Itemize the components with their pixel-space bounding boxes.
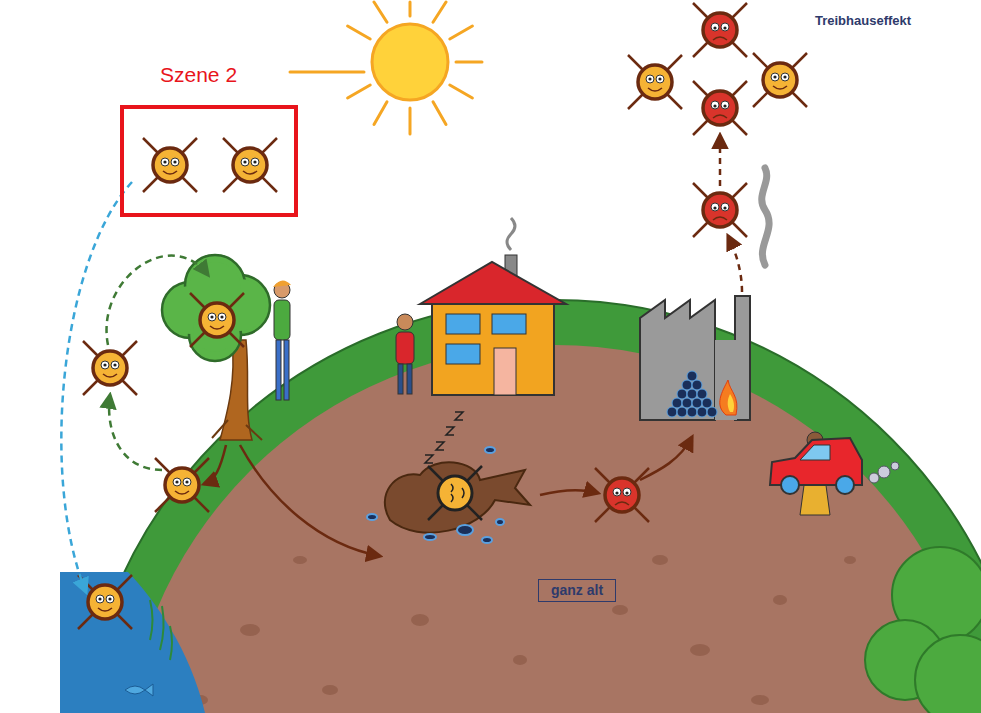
cycle-arrows — [61, 135, 742, 592]
people — [273, 280, 830, 515]
earth — [60, 300, 981, 713]
node-text: Szene 2 — [160, 63, 237, 87]
bushes — [865, 547, 981, 713]
house — [420, 218, 566, 395]
sun — [290, 2, 482, 134]
effect-label: Treibhauseffekt — [815, 13, 911, 28]
fossil-carbon — [367, 412, 530, 543]
tree — [162, 255, 270, 440]
factory — [640, 168, 769, 420]
scene-frame: Szene 2 — [120, 105, 298, 217]
node-text: ganz alt — [539, 580, 615, 600]
carbon-atoms — [78, 3, 807, 629]
age-tag: ganz alt — [538, 579, 616, 602]
car — [770, 438, 899, 494]
